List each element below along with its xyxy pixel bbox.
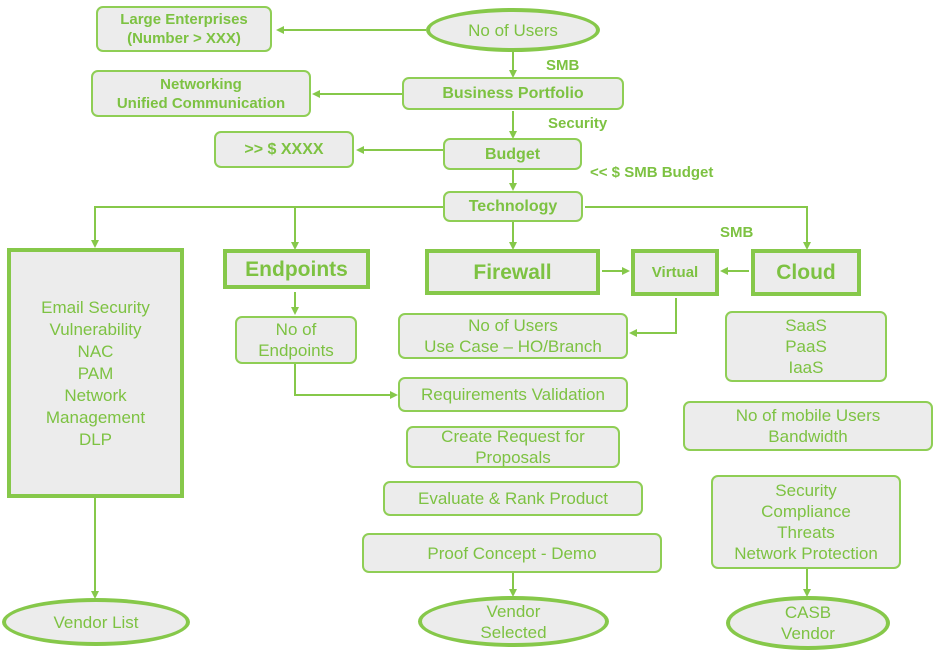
node-text-line: SaaS	[785, 316, 827, 335]
node-text-line: Unified Communication	[116, 94, 286, 112]
edge-noendpoints-to-reqval	[294, 362, 398, 399]
node-text-line: Email Security	[41, 298, 150, 317]
node-text-line: (Number > XXX)	[127, 30, 241, 47]
edge-label-smb-budget: << $ SMB Budget	[590, 164, 714, 181]
node-text-line: Endpoints	[245, 257, 348, 281]
node-technology: Technology	[443, 191, 583, 222]
node-text-line: Threats	[777, 523, 835, 542]
node-text-line: Proof Concept - Demo	[427, 543, 597, 563]
node-text-line: Vendor List	[53, 612, 139, 632]
edge-tech-to-left	[91, 206, 443, 248]
node-text-line: Create Request for	[441, 427, 585, 446]
node-text-line: DLP	[78, 430, 113, 449]
node-text-line: Bandwidth	[768, 427, 848, 446]
node-text-line: Vulnerability	[49, 320, 142, 339]
node-text-line: Networking	[160, 75, 242, 93]
node-text-line: Selected	[480, 622, 547, 642]
node-text-line: Technology	[468, 198, 558, 215]
node-cloud: Cloud	[751, 249, 861, 296]
node-text-line: Use Case – HO/Branch	[424, 337, 602, 356]
node-text-line: NAC	[77, 342, 114, 361]
node-xxxx: >> $ XXXX	[214, 131, 354, 168]
node-text-line: Business Portfolio	[442, 85, 584, 102]
node-text-line: Virtual	[651, 264, 699, 281]
node-text-line: Budget	[484, 145, 541, 163]
node-text-line: Vendor	[486, 601, 541, 621]
node-business-portfolio: Business Portfolio	[402, 77, 624, 110]
node-text-line: Management	[45, 408, 146, 427]
node-text-line: Security	[775, 481, 837, 500]
node-casb-vendor: CASB Vendor	[726, 596, 890, 650]
node-text-line: PaaS	[785, 337, 827, 356]
node-text-line: IaaS	[788, 358, 824, 377]
node-text-line: No of mobile Users	[735, 406, 881, 425]
node-text-line: CASB	[784, 603, 832, 622]
node-text-line: Requirements Validation	[421, 385, 605, 404]
node-no-of-endpoints: No of Endpoints	[235, 316, 357, 364]
edge-label-smb: SMB	[546, 57, 580, 74]
node-proof-concept: Proof Concept - Demo	[362, 533, 662, 573]
node-text-line: >> $ XXXX	[244, 141, 324, 158]
node-evaluate-rank: Evaluate & Rank Product	[383, 481, 643, 516]
node-text-line: Proposals	[475, 448, 551, 467]
node-text-line: Evaluate & Rank Product	[418, 489, 608, 508]
node-text-line: Cloud	[776, 261, 836, 284]
node-text-line: Compliance	[761, 502, 851, 521]
node-text-line: Network Protection	[734, 544, 878, 563]
edge-virtual-to-fwusers	[629, 298, 677, 337]
node-firewall: Firewall	[425, 249, 600, 295]
node-text-line: No of Users	[468, 20, 558, 40]
node-no-of-users: No of Users	[426, 8, 600, 52]
edge-label-security: Security	[548, 115, 608, 132]
edge-label-smb-cloud: SMB	[720, 224, 754, 241]
node-text-line: Vendor	[781, 624, 835, 643]
node-large-enterprises: Large Enterprises (Number > XXX)	[96, 6, 272, 52]
node-text-line: Firewall	[473, 260, 552, 284]
node-vendor-list: Vendor List	[2, 598, 190, 646]
node-text-line: Network	[64, 386, 127, 405]
edge-tech-to-cloud	[585, 206, 811, 250]
node-text-line: No of Users	[468, 316, 558, 335]
node-text-line: PAM	[77, 364, 114, 383]
node-virtual: Virtual	[631, 249, 719, 296]
node-text-line: Large Enterprises	[120, 11, 248, 28]
node-requirements-validation: Requirements Validation	[398, 377, 628, 412]
node-endpoints: Endpoints	[223, 249, 370, 289]
node-text-line: No of	[275, 320, 317, 339]
node-budget: Budget	[443, 138, 582, 170]
node-text-line: Endpoints	[258, 341, 334, 360]
node-saas-paas-iaas: SaaS PaaS IaaS	[725, 311, 887, 382]
